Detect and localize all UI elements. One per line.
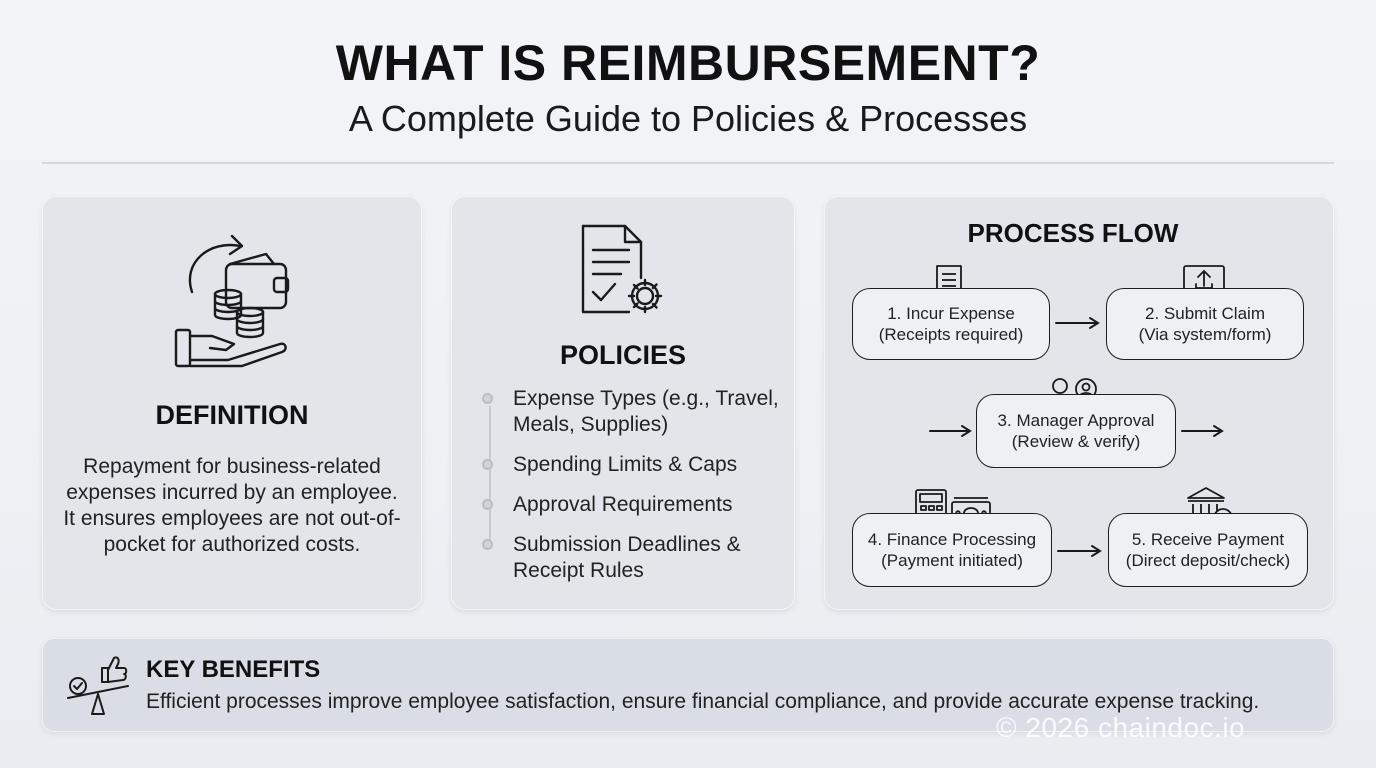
step-detail: (Via system/form) <box>1138 325 1272 344</box>
step-title: 4. Finance Processing <box>867 530 1037 549</box>
step-title: 2. Submit Claim <box>1145 304 1265 323</box>
document-gear-icon <box>581 224 663 314</box>
step-detail: (Direct deposit/check) <box>1125 551 1291 570</box>
step-submit-claim: 2. Submit Claim (Via system/form) <box>1106 288 1304 360</box>
step-receive-payment: 5. Receive Payment (Direct deposit/check… <box>1108 513 1308 587</box>
balance-thumbs-up-icon <box>67 656 129 715</box>
key-benefits-text: Efficient processes improve employee sat… <box>146 690 1260 713</box>
policies-heading: POLICIES <box>559 340 687 370</box>
definition-heading: DEFINITION <box>155 400 309 430</box>
hand-money-wallet-icon <box>174 234 290 368</box>
step-manager-approval: 3. Manager Approval (Review & verify) <box>976 394 1176 468</box>
step-incur-expense: 1. Incur Expense (Receipts required) <box>852 288 1050 360</box>
arrow-right-icon <box>1055 317 1100 329</box>
step-detail: (Receipts required) <box>878 325 1024 344</box>
step-finance-processing: 4. Finance Processing (Payment initiated… <box>852 513 1052 587</box>
policies-timeline-line <box>489 406 491 548</box>
definition-card: DEFINITION Repayment for business-relate… <box>42 196 422 610</box>
key-benefits-heading: KEY BENEFITS <box>146 656 321 683</box>
header-divider <box>42 162 1334 164</box>
bullet-dot-icon <box>482 499 493 510</box>
key-benefits-bar: KEY BENEFITS Efficient processes improve… <box>42 638 1334 732</box>
bullet-dot-icon <box>482 393 493 404</box>
page-title: WHAT IS REIMBURSEMENT? <box>335 35 1041 91</box>
bullet-dot-icon <box>482 459 493 470</box>
watermark: © 2026 chaindoc.io <box>996 712 1246 743</box>
arrow-right-icon <box>1057 545 1102 557</box>
page-subtitle: A Complete Guide to Policies & Processes <box>348 98 1028 139</box>
bullet-dot-icon <box>482 539 493 550</box>
step-title: 3. Manager Approval <box>997 411 1155 430</box>
step-detail: (Payment initiated) <box>881 551 1023 570</box>
arrow-right-icon <box>929 425 972 437</box>
definition-text: Repayment for business-related expenses … <box>63 455 401 556</box>
step-detail: (Review & verify) <box>1011 432 1141 451</box>
process-flow-heading: PROCESS FLOW <box>967 218 1179 248</box>
step-title: 1. Incur Expense <box>887 304 1015 323</box>
process-flow-card: PROCESS FLOW 1. Incur Exp <box>824 196 1334 610</box>
arrow-right-icon <box>1181 425 1224 437</box>
step-title: 5. Receive Payment <box>1131 530 1285 549</box>
policies-card: POLICIES Expense Types (e.g., Travel, Me… <box>451 196 795 610</box>
